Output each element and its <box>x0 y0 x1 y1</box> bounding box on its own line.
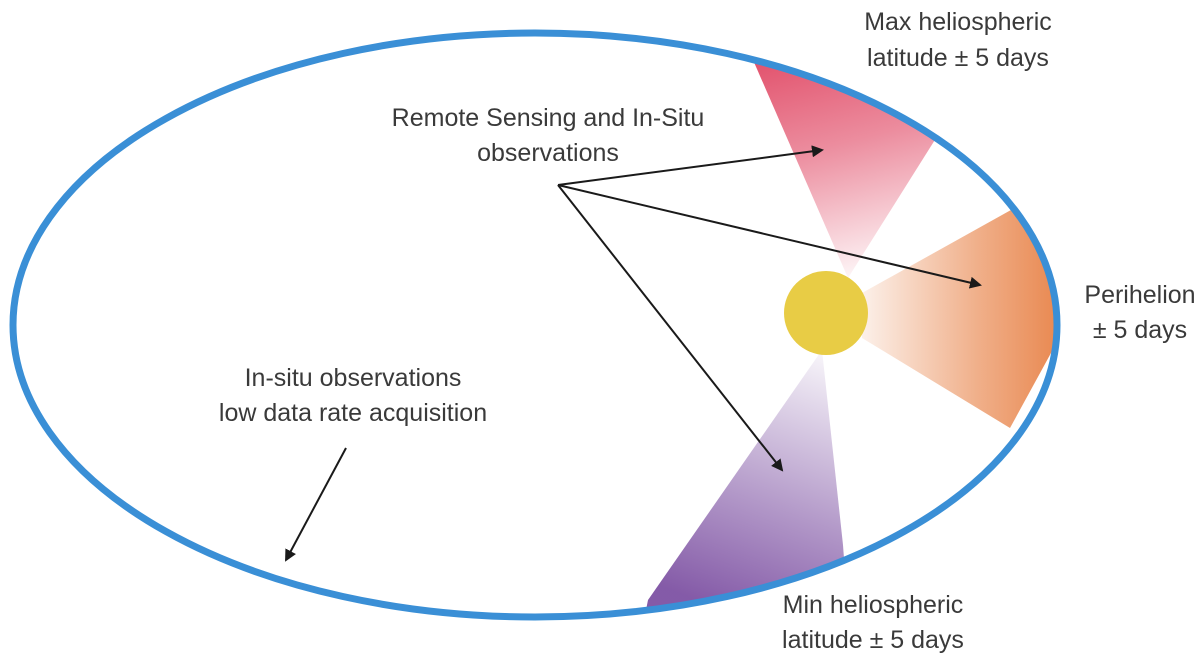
sun <box>784 271 868 355</box>
arrows <box>285 145 982 562</box>
orbit-ellipse <box>9 29 1061 621</box>
max-latitude-label-line1: Max heliospheric <box>864 8 1052 36</box>
perihelion-label-line1: Perihelion <box>1084 281 1195 309</box>
arrow-to-orbit <box>285 447 347 562</box>
perihelion-wedge <box>862 205 1057 428</box>
in-situ-label-line1: In-situ observations <box>245 364 462 392</box>
min-latitude-wedge <box>640 350 850 617</box>
perihelion-label-line2: ± 5 days <box>1093 316 1187 344</box>
min-latitude-label-line2: latitude ± 5 days <box>782 626 964 654</box>
max-latitude-label-line2: latitude ± 5 days <box>867 44 1049 72</box>
arrow-to-max-latitude <box>557 145 824 186</box>
remote-sensing-label-line2: observations <box>477 139 619 167</box>
arrow-to-perihelion <box>557 184 982 289</box>
remote-sensing-label-line1: Remote Sensing and In-Situ <box>392 104 705 132</box>
min-latitude-label-line1: Min heliospheric <box>783 591 964 619</box>
labels: Max heliospheric latitude ± 5 days Remot… <box>219 8 1196 654</box>
arrow-to-min-latitude <box>557 184 784 472</box>
in-situ-label-line2: low data rate acquisition <box>219 399 487 427</box>
